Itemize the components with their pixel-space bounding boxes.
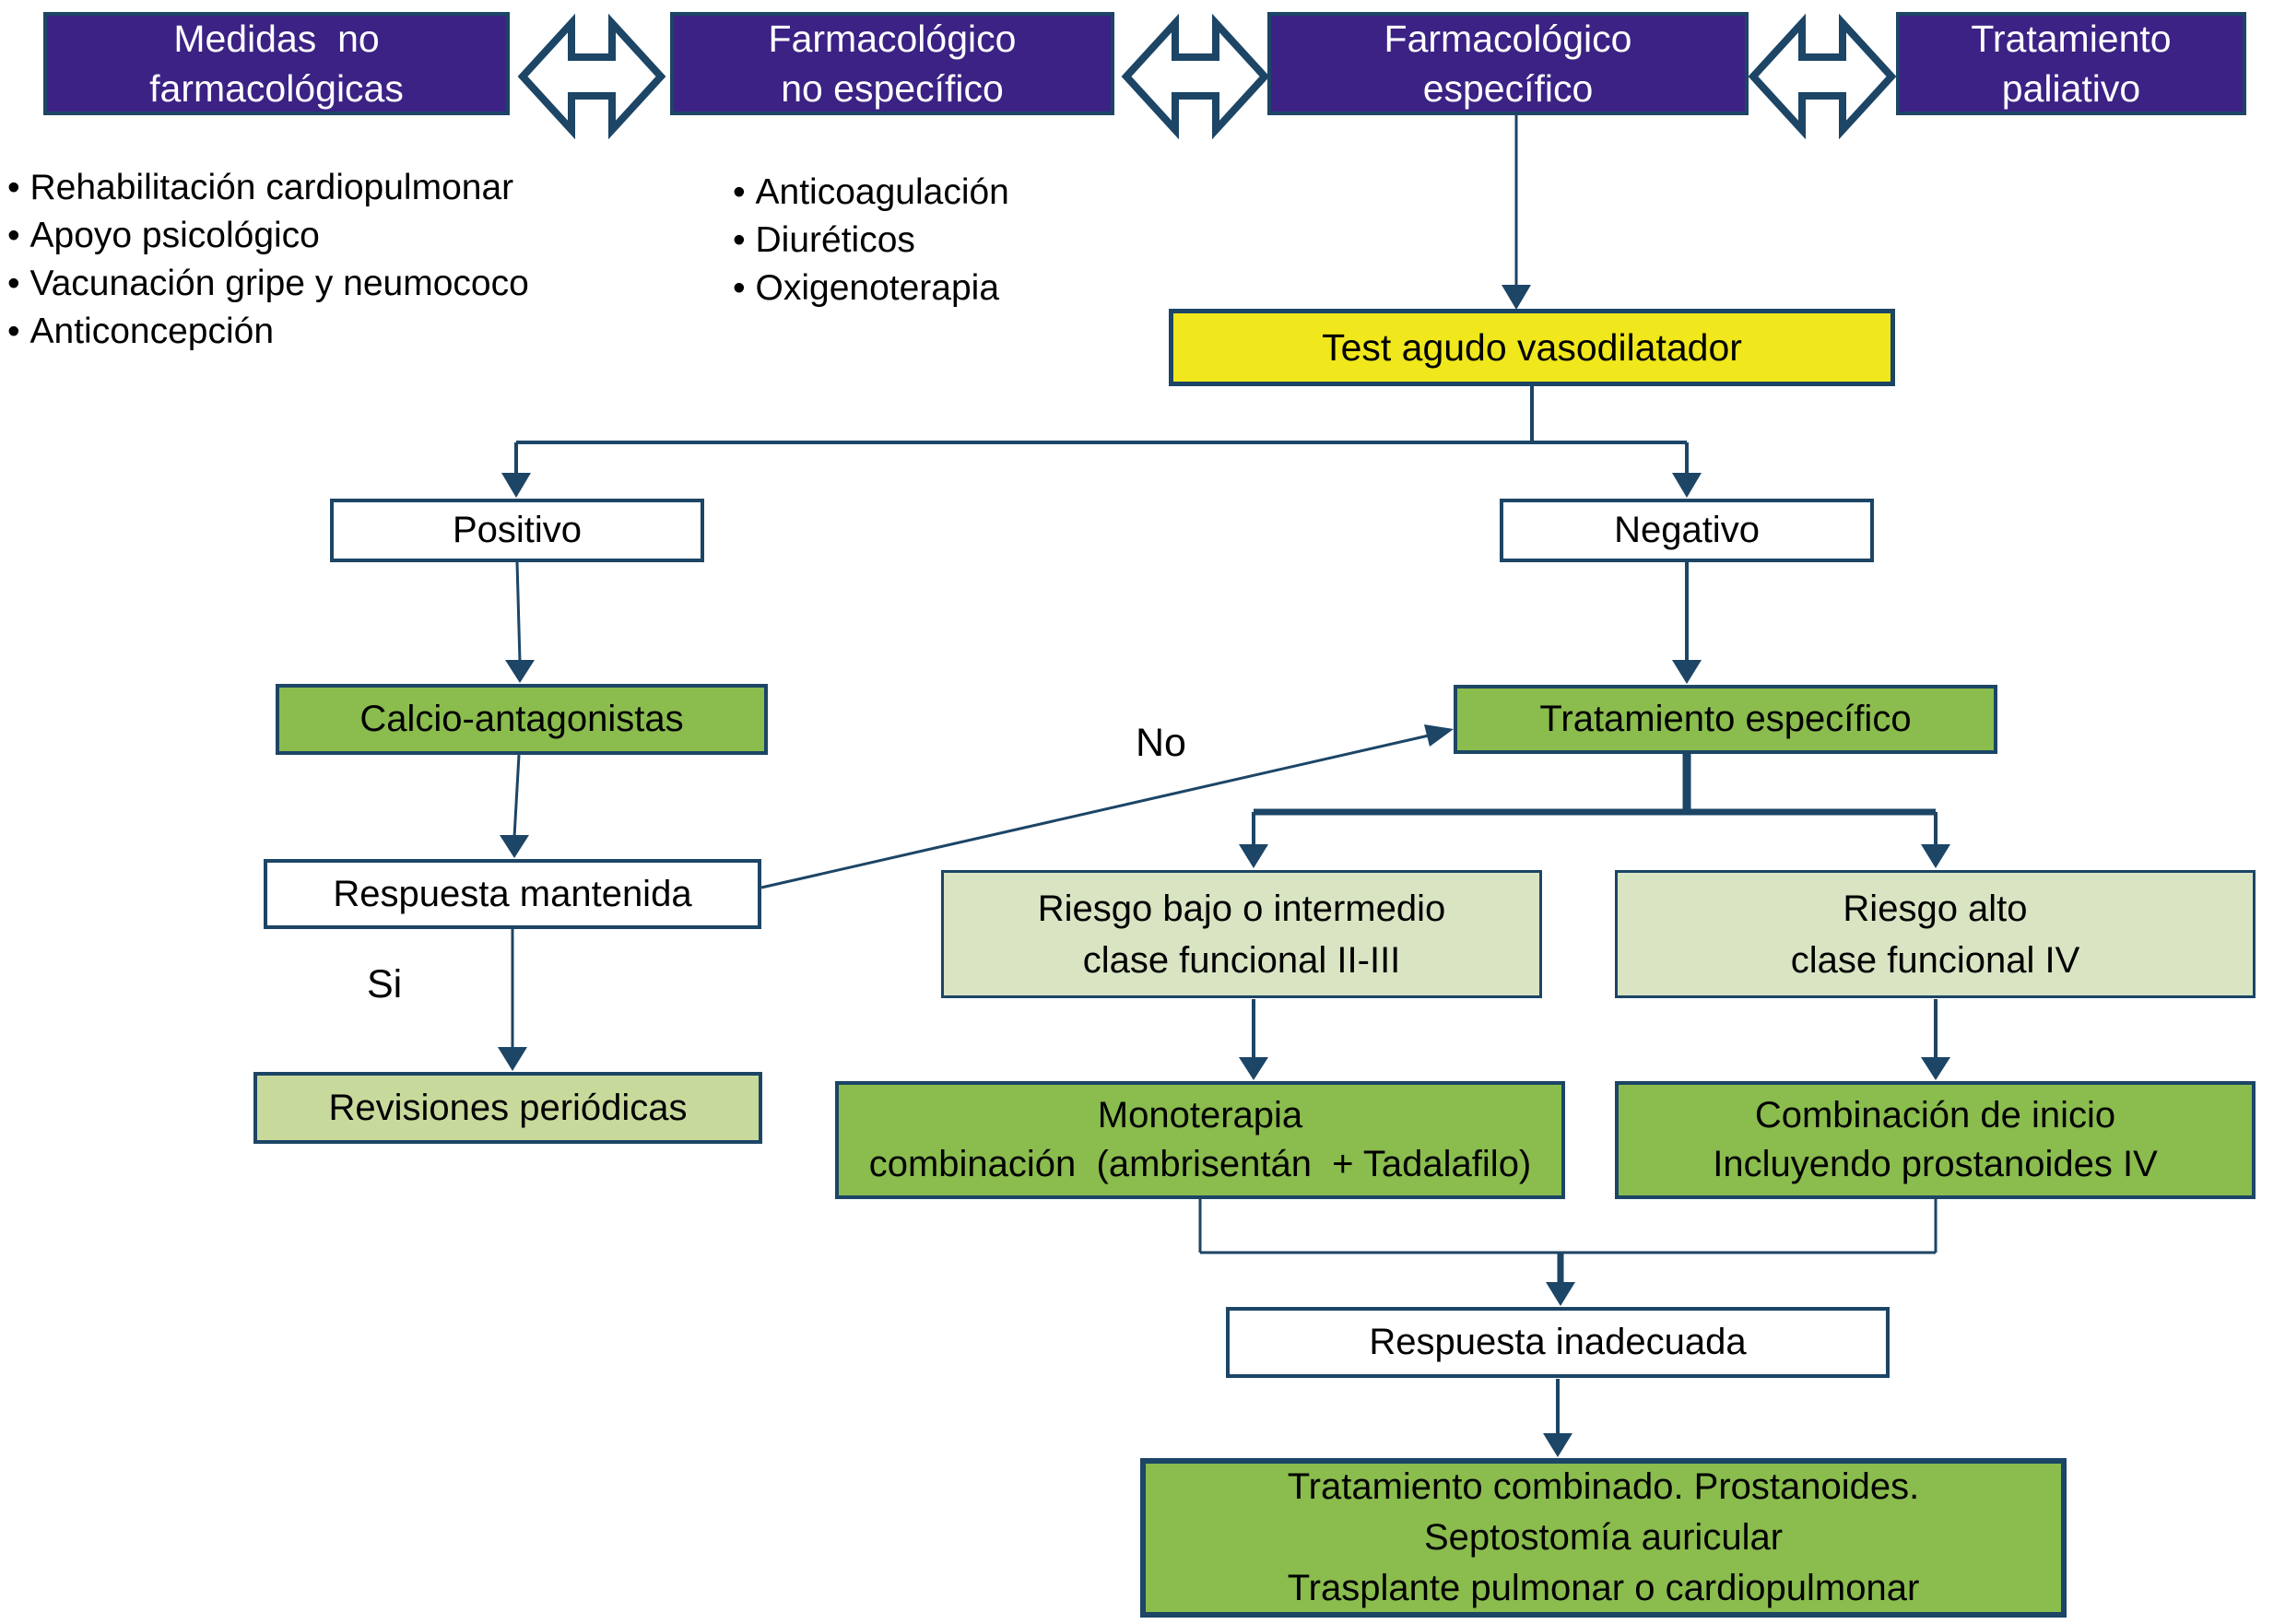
category-tratamiento-paliativo: Tratamiento paliativo bbox=[1896, 12, 2246, 115]
double-arrow-icon bbox=[1121, 13, 1270, 140]
arrowhead bbox=[1672, 660, 1702, 684]
category-farmacologico-especifico: Farmacológico específico bbox=[1267, 12, 1749, 115]
node-monoterapia-combinacion: Monoterapia combinación (ambrisentán + T… bbox=[835, 1081, 1565, 1199]
connector-line bbox=[512, 754, 521, 838]
double-arrow-icon bbox=[1748, 13, 1897, 140]
arrowhead bbox=[498, 1047, 527, 1071]
node-tratamiento-combinado-final: Tratamiento combinado. Prostanoides. Sep… bbox=[1140, 1458, 2067, 1618]
list-item: Rehabilitación cardiopulmonar bbox=[7, 164, 529, 212]
node-positivo: Positivo bbox=[330, 499, 704, 562]
edge-label-si: Si bbox=[367, 962, 403, 1006]
node-revisiones-periodicas: Revisiones periódicas bbox=[253, 1072, 762, 1144]
node-combinacion-de-inicio: Combinación de inicio Incluyendo prostan… bbox=[1615, 1081, 2256, 1199]
double-arrow-icon bbox=[517, 13, 666, 140]
list-item: Anticoagulación bbox=[733, 169, 1009, 217]
connector-line bbox=[515, 561, 522, 663]
node-riesgo-alto: Riesgo alto clase funcional IV bbox=[1615, 870, 2256, 998]
connector-line bbox=[760, 734, 1430, 889]
arrowhead bbox=[1239, 1057, 1268, 1080]
node-riesgo-bajo-intermedio: Riesgo bajo o intermedio clase funcional… bbox=[941, 870, 1542, 998]
arrowhead bbox=[505, 660, 535, 683]
arrowhead bbox=[1239, 844, 1268, 868]
category-farmacologico-no-especifico: Farmacológico no específico bbox=[670, 12, 1114, 115]
arrowhead bbox=[500, 835, 529, 858]
list-item: Apoyo psicológico bbox=[7, 212, 529, 260]
arrowhead bbox=[1921, 1057, 1950, 1080]
node-negativo: Negativo bbox=[1500, 499, 1874, 562]
list-farmacologico-no-especifico: Anticoagulación Diuréticos Oxigenoterapi… bbox=[733, 169, 1009, 312]
list-item: Oxigenoterapia bbox=[733, 265, 1009, 312]
list-medidas-no-farmacologicas: Rehabilitación cardiopulmonar Apoyo psic… bbox=[7, 164, 529, 356]
arrowhead bbox=[1921, 844, 1950, 868]
arrowhead bbox=[1672, 473, 1702, 498]
node-respuesta-mantenida: Respuesta mantenida bbox=[264, 859, 761, 929]
edge-label-no: No bbox=[1136, 721, 1186, 765]
arrowhead bbox=[1502, 285, 1531, 310]
arrowhead bbox=[1424, 724, 1454, 747]
node-tratamiento-especifico: Tratamiento específico bbox=[1454, 685, 1997, 754]
arrowhead bbox=[501, 473, 531, 498]
list-item: Vacunación gripe y neumococo bbox=[7, 260, 529, 308]
node-test-agudo-vasodilatador: Test agudo vasodilatador bbox=[1169, 309, 1895, 386]
arrowhead bbox=[1543, 1433, 1572, 1457]
category-medidas-no-farmacologicas: Medidas no farmacológicas bbox=[43, 12, 510, 115]
node-respuesta-inadecuada: Respuesta inadecuada bbox=[1226, 1307, 1890, 1378]
arrowhead bbox=[1546, 1282, 1575, 1306]
list-item: Diuréticos bbox=[733, 217, 1009, 265]
node-calcio-antagonistas: Calcio-antagonistas bbox=[276, 684, 768, 755]
list-item: Anticoncepción bbox=[7, 308, 529, 356]
